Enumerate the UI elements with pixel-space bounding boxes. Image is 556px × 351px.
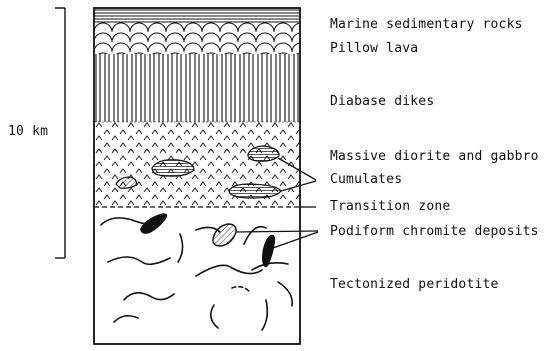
- cumulate-lens: [152, 160, 194, 176]
- chromite-pod: [213, 224, 236, 246]
- label-transition-zone: Transition zone: [330, 199, 450, 214]
- chromite-pod: [140, 213, 167, 233]
- layer-pillow-lava: [94, 22, 300, 54]
- label-tectonized-peridotite: Tectonized peridotite: [330, 277, 499, 292]
- scale-label: 10 km: [8, 124, 48, 139]
- label-cumulates: Cumulates: [330, 172, 402, 187]
- layer-tectonized-peridotite: [101, 218, 292, 330]
- chromite-pods: [140, 213, 275, 267]
- label-diabase-dikes: Diabase dikes: [330, 94, 434, 109]
- leader-chromite-2: [273, 232, 318, 248]
- leader-chromite-1: [236, 231, 318, 232]
- label-marine-sedimentary-rocks: Marine sedimentary rocks: [330, 17, 523, 32]
- layer-diabase-dikes: [94, 54, 300, 122]
- layer-marine-sedimentary-rocks: [94, 8, 300, 22]
- label-pillow-lava: Pillow lava: [330, 41, 418, 56]
- cumulate-lens: [248, 146, 279, 161]
- cumulate-lens: [229, 184, 281, 198]
- label-massive-diorite-gabbro: Massive diorite and gabbro: [330, 149, 539, 164]
- label-podiform-chromite-deposits: Podiform chromite deposits: [330, 224, 539, 239]
- scale-bracket: [55, 8, 65, 258]
